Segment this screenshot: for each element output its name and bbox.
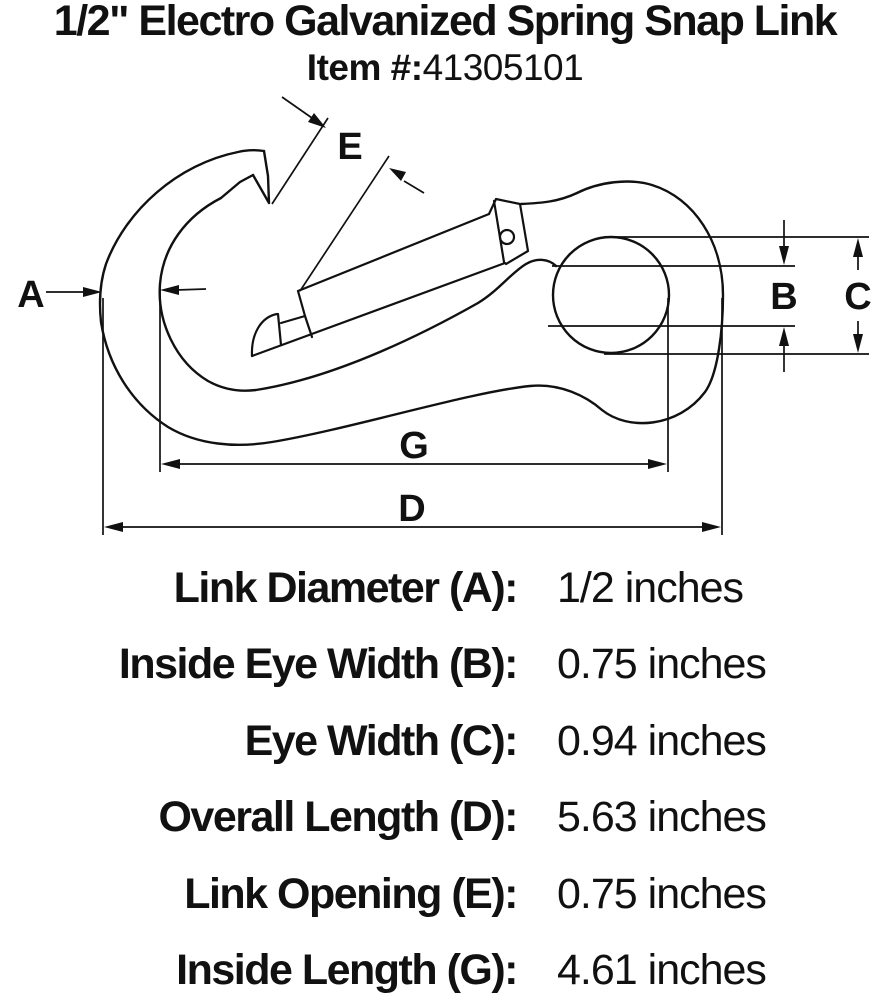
spec-value: 4.61 inches <box>557 946 767 995</box>
spec-label: Link Diameter (A): <box>173 563 519 612</box>
spec-label: Link Opening (E): <box>184 869 518 918</box>
gate-end-edge <box>296 289 307 318</box>
spring-gate <box>250 197 530 358</box>
spec-value: 1/2 inches <box>557 563 744 612</box>
spec-label: Inside Length (G): <box>176 946 518 995</box>
eye-inner-hole <box>551 235 671 355</box>
spec-value: 0.75 inches <box>557 640 767 689</box>
hook-nose-edge <box>251 149 271 205</box>
body-inner-outline <box>158 173 558 392</box>
spec-value: 0.94 inches <box>557 716 767 765</box>
arrowhead <box>389 168 406 181</box>
dimension-e: E <box>281 96 425 194</box>
arrowhead <box>853 238 863 257</box>
item-number-value: 41305101 <box>422 47 584 88</box>
arrowhead <box>104 522 123 532</box>
dim-label-g: G <box>399 425 429 467</box>
item-number-label: Item #: <box>306 47 423 88</box>
arrowhead <box>779 246 789 265</box>
dimension-c: C <box>844 238 872 353</box>
dimension-g: G <box>161 425 667 469</box>
dimension-d: D <box>104 488 721 532</box>
spec-row: Inside Length (G): 4.61 inches <box>0 933 890 1000</box>
ext-line-e-lower <box>299 155 390 292</box>
arrowhead <box>161 459 180 469</box>
spec-label: Overall Length (D): <box>158 793 518 842</box>
gate-bottom-edge <box>250 261 507 358</box>
dim-label-e: E <box>337 126 362 168</box>
arrowhead <box>83 287 102 297</box>
spec-row: Link Opening (E): 0.75 inches <box>0 856 890 933</box>
spec-label: Inside Eye Width (B): <box>118 640 519 689</box>
gate-foot-edge <box>276 312 283 347</box>
spec-table: Link Diameter (A): 1/2 inches Inside Eye… <box>0 550 890 1000</box>
gate-step <box>279 314 314 339</box>
arrowhead <box>308 113 326 128</box>
dim-label-d: D <box>398 488 425 530</box>
body-outer-outline <box>98 148 725 446</box>
gate-top-edge <box>296 212 491 293</box>
spec-row: Link Diameter (A): 1/2 inches <box>0 550 890 627</box>
dim-label-b: B <box>770 276 797 318</box>
gate-plate-edge <box>492 199 506 264</box>
dim-label-a: A <box>17 274 44 316</box>
arrowhead <box>702 522 721 532</box>
spec-row: Overall Length (D): 5.63 inches <box>0 780 890 857</box>
extension-lines <box>102 117 869 535</box>
dim-label-c: C <box>844 276 871 318</box>
arrowhead <box>779 327 789 346</box>
gate-pivot-hole <box>498 228 516 246</box>
spec-row: Inside Eye Width (B): 0.75 inches <box>0 627 890 704</box>
arrowhead <box>160 285 179 295</box>
dimension-a: A <box>17 274 207 316</box>
arrowhead <box>853 334 863 353</box>
item-number-line: Item #:41305101 <box>0 46 890 90</box>
spec-value: 0.75 inches <box>557 869 767 918</box>
gate-foot-arc <box>250 312 279 358</box>
dimension-b: B <box>770 220 798 372</box>
spec-value: 5.63 inches <box>557 793 767 842</box>
ext-line-e-upper <box>271 117 329 205</box>
spec-label: Eye Width (C): <box>244 716 519 765</box>
page-title: 1/2" Electro Galvanized Spring Snap Link <box>53 0 838 45</box>
spec-row: Eye Width (C): 0.94 inches <box>0 703 890 780</box>
arrowhead <box>648 459 667 469</box>
